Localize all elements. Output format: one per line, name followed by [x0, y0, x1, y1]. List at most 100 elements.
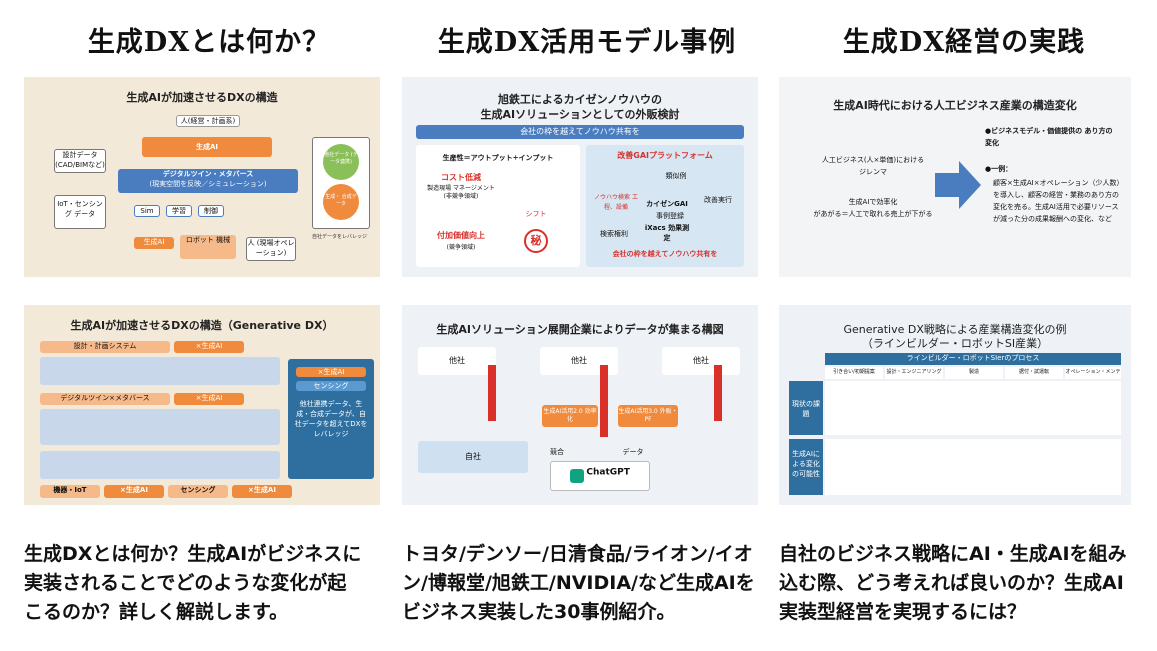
other-company-2: 他社	[540, 347, 618, 375]
platform-footer: 会社の枠を越えてノウハウ共有を	[612, 250, 718, 258]
iot-box: IoT・センシング データ	[54, 195, 106, 229]
cost-sub: 製造現場 マネージメント (非競争領域)	[427, 185, 495, 200]
thumbnail-data-structure[interactable]: 生成AIソリューション展開企業によりデータが集まる構図 他社 他社 他社 生成A…	[402, 305, 758, 505]
dilemma-line3: 生成AIで効率化	[848, 198, 898, 206]
node-improve: 改善実行	[704, 196, 732, 204]
cost-label: コスト低減	[441, 173, 481, 182]
col-header-5: オペレーション・メンテナンス	[1065, 367, 1121, 379]
row-body-issues	[825, 381, 1121, 435]
right-panel: ×生成AI センシング 他社連携データ、生成・合成データが、自社データを超えてD…	[288, 359, 374, 479]
design-body	[40, 357, 280, 385]
slide-title-line2: 生成AIソリューションとしての外販検討	[480, 108, 680, 121]
data-label: データ	[622, 448, 644, 456]
slide-title-line2: （ラインビルダー・ロボットSI産業）	[861, 337, 1049, 350]
right-panel: 他社データ (データ連携) 生成・ 合成データ	[312, 137, 370, 229]
person-box: 人 (現場オペレーション)	[246, 237, 296, 261]
node-rights: 検索権利	[600, 230, 628, 238]
bottom-genai-2: ×生成AI	[232, 485, 292, 498]
design-genai-bar: ×生成AI	[174, 341, 244, 353]
column-description: 自社のビジネス戦略にAI・生成AIを組み込む際、どう考えれば良いのか？生成AI実…	[779, 543, 1127, 623]
slide-title-line1: 旭鉄工によるカイゼンノウハウの	[497, 93, 663, 106]
thumbnail-asahi-tekko[interactable]: 旭鉄工によるカイゼンノウハウの 生成AIソリューションとしての外販検討 会社の枠…	[402, 77, 758, 277]
genai-small-box: 生成AI	[134, 237, 174, 249]
formula: 生産性＝アウトプット÷インプット	[442, 154, 554, 162]
other-company-1: 他社	[418, 347, 496, 375]
node-similar: 類似例	[665, 172, 687, 180]
left-panel: 生産性＝アウトプット÷インプット コスト低減 製造現場 マネージメント (非競争…	[416, 145, 580, 267]
design-data-box: 設計データ (CAD/BIMなど)	[54, 149, 106, 173]
node-search: ノウハウ検索 工程、設備	[594, 194, 638, 211]
chatgpt-label: ChatGPT	[586, 467, 630, 478]
partner-data-circle: 他社データ (データ連携)	[323, 144, 359, 180]
thumbnail-industry-change[interactable]: 生成AI時代における人工ビジネス産業の構造変化 人工ビジネス(人×単価)における…	[779, 77, 1131, 277]
platform-panel: 改善GAIプラットフォーム 類似例 ノウハウ検索 工程、設備 改善実行 カイゼン…	[586, 145, 744, 267]
ai-box: 生成AI	[142, 137, 272, 157]
synthetic-data-circle: 生成・ 合成データ	[323, 184, 359, 220]
dilemma-line4: があがる＝人工で取れる売上が下がる	[813, 210, 933, 218]
column-dx-management: 生成DX経営の実践 生成AI時代における人工ビジネス産業の構造変化 人工ビジネス…	[779, 0, 1149, 651]
mid-box-2: 生成AI活用3.0 外販・PF	[618, 405, 678, 427]
secret-badge: 秘	[524, 229, 548, 253]
column-title: 生成DX経営の実践	[842, 27, 1086, 58]
column-description: トヨタ/デンソー/日清食品/ライオン/イオン/博報堂/旭鉄工/NVIDIA/など…	[402, 543, 755, 623]
thumbnail-dx-structure[interactable]: 生成AIが加速させるDXの構造 人(経営・計画系) 生成AI デジタルツイン・メ…	[24, 77, 380, 277]
right-sensing: センシング	[296, 381, 366, 391]
slide-title: 生成AI時代における人工ビジネス産業の構造変化	[833, 99, 1077, 112]
node-ixacs: iXacs 効果測定	[644, 224, 690, 242]
bottom-genai-1: ×生成AI	[104, 485, 164, 498]
value-sub: (競争領域)	[446, 244, 476, 251]
chatgpt-icon	[570, 469, 585, 483]
column-title: 生成DXとは何か？	[87, 27, 331, 58]
twin-sub: (現実空間を反映／シミュレーション)	[149, 180, 267, 188]
self-company: 自社	[418, 441, 528, 473]
control-box: 制御	[198, 205, 224, 217]
col-header-4: 据付・試運転	[1005, 367, 1063, 379]
process-header: ラインビルダー・ロボットSIerのプロセス	[825, 353, 1121, 365]
bottom-sensing: センシング	[168, 485, 228, 498]
slide-title-line1: Generative DX戦略による産業構造変化の例	[843, 323, 1067, 336]
compete-label: 競合	[550, 448, 564, 456]
arrow-1	[488, 365, 496, 421]
leverage-label: 自社データをレバレッジ	[312, 234, 368, 240]
node-kaizen: カイゼンGAI	[646, 200, 688, 208]
col-header-2: 設計・エンジニアリング	[885, 367, 943, 379]
column-title: 生成DX活用モデル事例	[437, 27, 737, 58]
dilemma-line2: ジレンマ	[859, 168, 887, 176]
sim-box: Sim	[134, 205, 160, 217]
bullet-2: ●一例：	[985, 165, 1013, 173]
top-banner: 会社の枠を越えてノウハウ共有を	[416, 125, 744, 139]
twin-box: デジタルツイン・メタバース (現実空間を反映／シミュレーション)	[118, 169, 298, 193]
bottom-iot: 機器・IoT	[40, 485, 100, 498]
slide-title: 生成AIが加速させるDXの構造（Generative DX）	[70, 319, 334, 332]
arrow-2	[600, 365, 608, 437]
robot-box: ロボット 機械	[180, 235, 236, 259]
twin-body	[40, 409, 280, 445]
right-text: 他社連携データ、生成・合成データが、自社データを超えてDXをレバレッジ	[294, 400, 368, 438]
other-company-3: 他社	[662, 347, 740, 375]
column-use-cases: 生成DX活用モデル事例 旭鉄工によるカイゼンノウハウの 生成AIソリューションと…	[402, 0, 772, 651]
dilemma-line1: 人工ビジネス(人×単価)における	[821, 156, 925, 164]
node-register: 事例登録	[656, 212, 684, 220]
col-header-3: 製造	[945, 367, 1003, 379]
shift-label: シフト	[525, 210, 547, 218]
learn-box: 学習	[166, 205, 192, 217]
column-generative-dx: 生成DXとは何か？ 生成AIが加速させるDXの構造 人(経営・計画系) 生成AI…	[24, 0, 394, 651]
twin-label: デジタルツイン・メタバース	[162, 170, 254, 178]
row-label-issues: 現状の課題	[789, 381, 823, 435]
change-arrow	[935, 173, 959, 197]
design-system-bar: 設計・計画システム	[40, 341, 170, 353]
platform-title: 改善GAIプラットフォーム	[617, 151, 713, 160]
slide-title: 生成AIが加速させるDXの構造	[126, 91, 278, 104]
bullet-2-body: 顧客×生成AI×オペレーション（少人数）を導入し、顧客の経営・業務のあり方の変化…	[993, 179, 1120, 223]
thumbnail-strategy-example[interactable]: Generative DX戦略による産業構造変化の例 （ラインビルダー・ロボット…	[779, 305, 1131, 505]
chatgpt-box: ChatGPT	[550, 461, 650, 491]
mid-box-1: 生成AI活用2.0 効率化	[542, 405, 598, 427]
right-genai: ×生成AI	[296, 367, 366, 377]
twin-bar: デジタルツイン×メタバース	[40, 393, 170, 405]
bullet-1: ●ビジネスモデル・価値提供の あり方の変化	[985, 127, 1113, 147]
row-body-change	[825, 439, 1121, 495]
thumbnail-generative-dx[interactable]: 生成AIが加速させるDXの構造（Generative DX） 設計・計画システム…	[24, 305, 380, 505]
slide-title: 生成AIソリューション展開企業によりデータが集まる構図	[436, 323, 724, 336]
value-label: 付加価値向上	[437, 231, 485, 240]
change-arrow-head	[959, 161, 981, 209]
